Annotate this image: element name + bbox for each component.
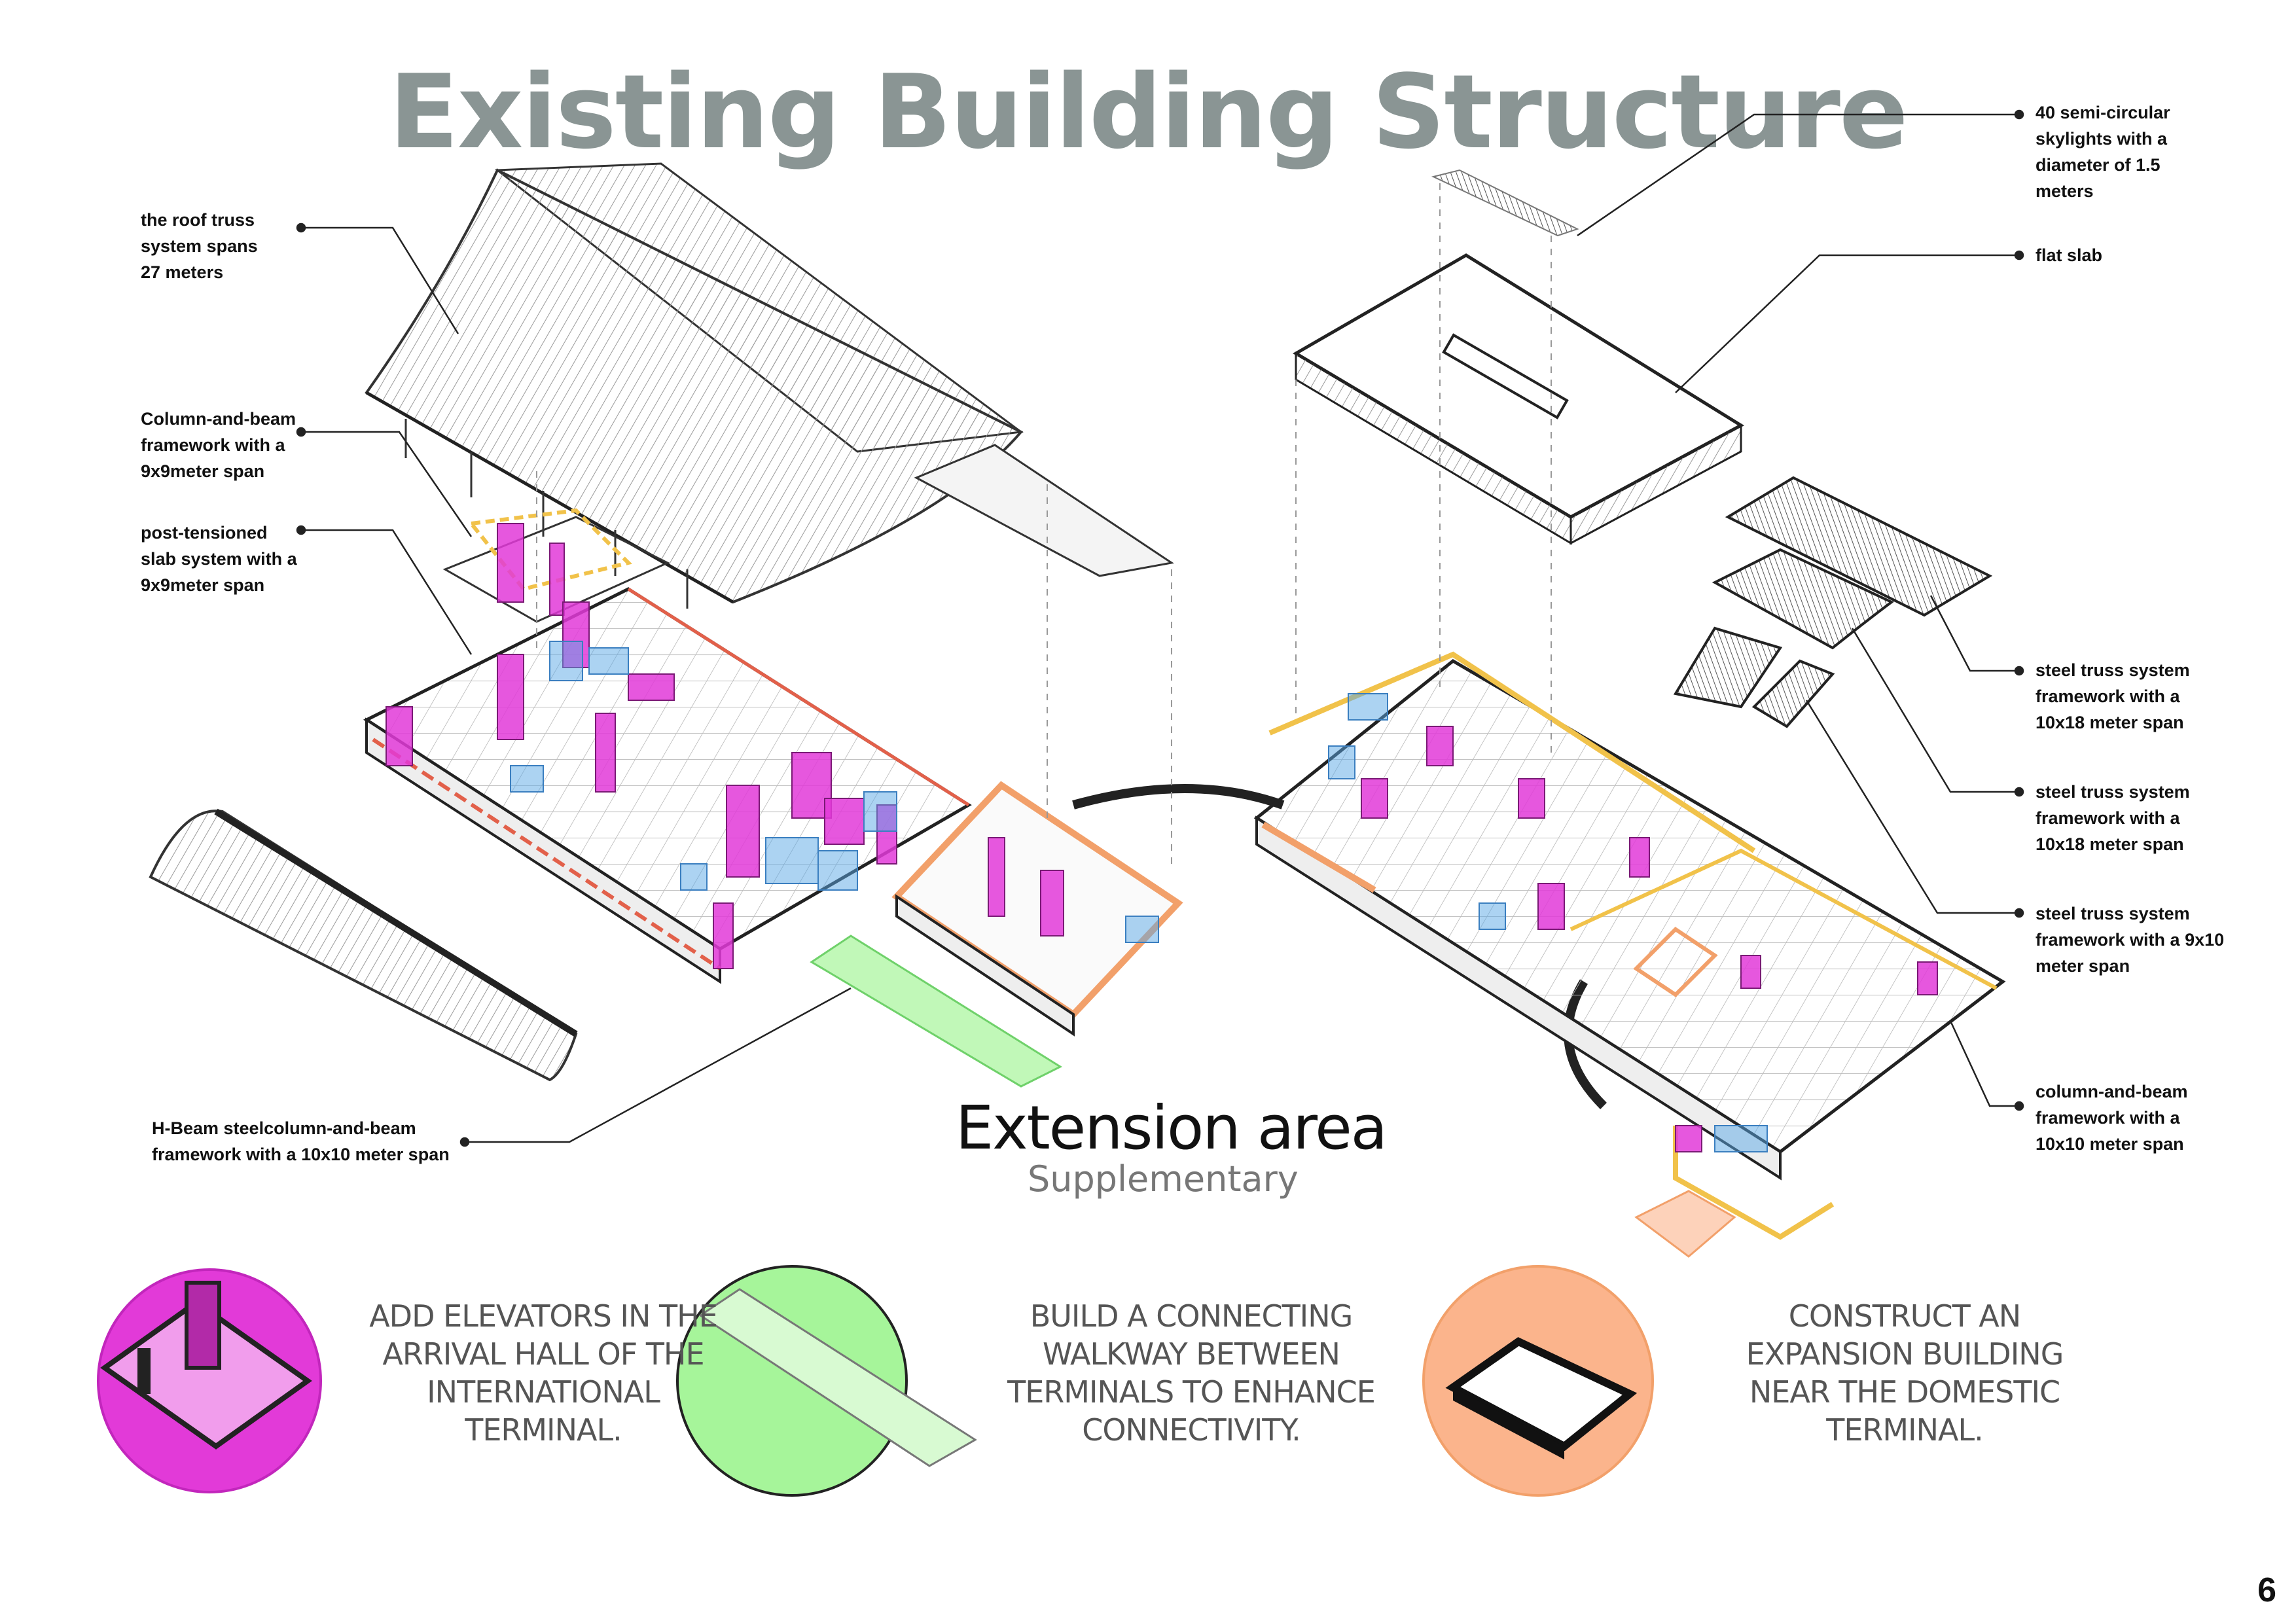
circle-elevators (97, 1268, 322, 1493)
page-title: Existing Building Structure (389, 52, 1908, 171)
extension-subtitle: Supplementary (1028, 1158, 1299, 1200)
domestic-voids (1328, 693, 1768, 1152)
caption-elevators: ADD ELEVATORS IN THE ARRIVAL HALL OF THE… (369, 1298, 718, 1448)
label-steel-truss-2: steel truss system framework with a 10x1… (2036, 782, 2190, 854)
label-post-tensioned: post-tensioned slab system with a 9x9met… (141, 523, 297, 595)
h-beam-framework (149, 808, 578, 1082)
steel-truss-3b (1751, 659, 1835, 728)
circle-expansion (1422, 1265, 1654, 1497)
extension-building (891, 781, 1183, 1037)
circle-walkway (676, 1265, 977, 1497)
connecting-walkway (810, 935, 1063, 1088)
label-roof-truss: the roof truss system spans 27 meters (141, 210, 258, 282)
label-column-beam-10x10: column-and-beam framework with a 10x10 m… (2036, 1082, 2188, 1154)
extension-title: Extension area (956, 1093, 1388, 1163)
blue-voids (510, 641, 1159, 943)
label-h-beam: H-Beam steelcolumn-and-beam framework wi… (152, 1118, 450, 1164)
label-column-beam-9x9: Column-and-beam framework with a 9x9mete… (141, 409, 296, 481)
skylights (1431, 169, 1579, 237)
flat-slab (1293, 253, 1744, 545)
connector-arc (1072, 784, 1285, 810)
label-steel-truss-1: steel truss system framework with a 10x1… (2036, 660, 2190, 732)
page-number: 6 (2257, 1571, 2276, 1609)
international-floor-plate (363, 587, 972, 984)
caption-expansion: CONSTRUCT AN EXPANSION BUILDING NEAR THE… (1746, 1298, 2064, 1448)
steel-truss-1 (1725, 476, 1993, 617)
leader-lines (296, 109, 2024, 1147)
label-flat-slab: flat slab (2036, 245, 2103, 265)
label-skylights: 40 semi-circular skylights with a diamet… (2036, 103, 2170, 201)
domestic-elevators (1361, 726, 1938, 1152)
elevator-blocks (386, 523, 1064, 969)
yellow-outline (467, 508, 632, 592)
caption-walkway: BUILD A CONNECTING WALKWAY BETWEEN TERMI… (1007, 1298, 1376, 1448)
label-steel-truss-3: steel truss system framework with a 9x10… (2036, 904, 2225, 976)
steel-truss-2 (1712, 548, 1894, 650)
drop-lines (536, 183, 1552, 864)
steel-truss-3a (1673, 626, 1783, 709)
expansion-block (1634, 1190, 1736, 1258)
upper-floor-outline (442, 516, 670, 623)
